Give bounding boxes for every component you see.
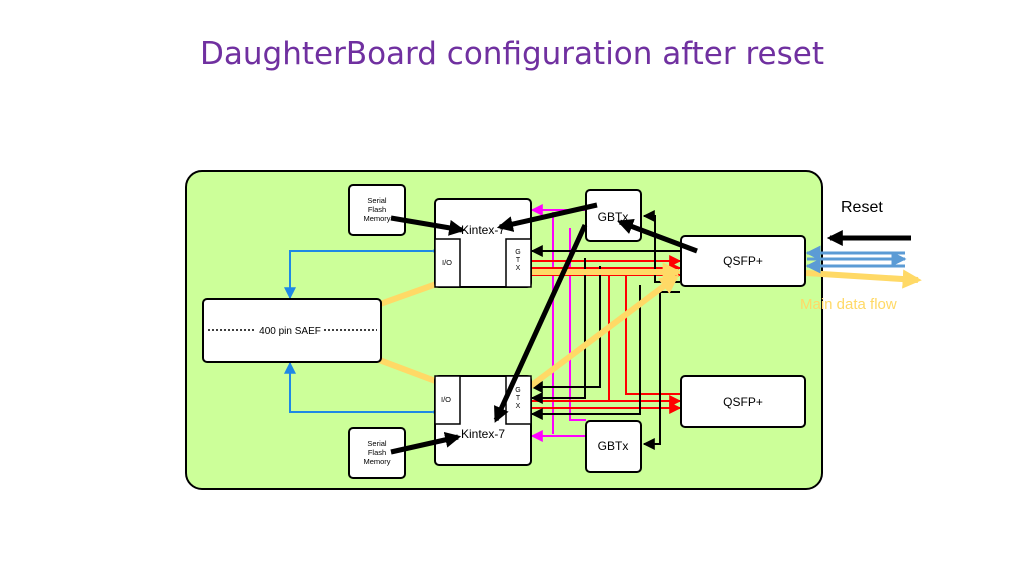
- qsfp-top-label: QSFP+: [723, 254, 763, 268]
- qsfp-bottom-label: QSFP+: [723, 395, 763, 409]
- flash-bottom-line1: Serial: [367, 439, 387, 448]
- reset-label: Reset: [841, 199, 883, 216]
- gtx-top-g: G: [515, 249, 520, 256]
- flash-top-line2: Flash: [368, 205, 386, 214]
- io-top-label: I/O: [442, 258, 452, 267]
- flash-top-line3: Memory: [363, 214, 390, 223]
- flash-bottom-line2: Flash: [368, 448, 386, 457]
- gtx-bottom-g: G: [515, 387, 520, 394]
- slide-title: DaughterBoard configuration after reset: [200, 36, 824, 72]
- saef-label: 400 pin SAEF: [259, 326, 321, 337]
- config-arrows: [390, 202, 911, 455]
- gbtx-bottom: GBTx: [585, 420, 642, 473]
- kintex-top: Kintex-7 I/O G T X: [434, 198, 532, 288]
- optical-links: [805, 245, 907, 274]
- gbtx-top: GBTx: [585, 189, 642, 242]
- saef-connector: 400 pin SAEF: [202, 298, 382, 363]
- serial-flash-bottom: Serial Flash Memory: [348, 427, 406, 479]
- gtx-bottom-x: X: [516, 403, 521, 410]
- kintex-bottom-label: Kintex-7: [461, 427, 505, 441]
- main-data-flow-label: Main data flow: [800, 296, 897, 313]
- io-bottom-label: I/O: [441, 395, 451, 404]
- flash-top-line1: Serial: [367, 196, 387, 205]
- serial-flash-top: Serial Flash Memory: [348, 184, 406, 236]
- kintex-top-label: Kintex-7: [461, 223, 505, 237]
- gbtx-bottom-label: GBTx: [598, 439, 629, 453]
- gtx-top-x: X: [516, 265, 521, 272]
- kintex-bottom: Kintex-7 I/O G T X: [434, 375, 532, 466]
- flash-bottom-line3: Memory: [363, 457, 390, 466]
- gtx-bottom-t: T: [516, 395, 521, 402]
- qsfp-bottom: QSFP+: [680, 375, 806, 428]
- saef-io-links: [284, 245, 443, 418]
- gtx-top-t: T: [516, 257, 521, 264]
- qsfp-top: QSFP+: [680, 235, 806, 287]
